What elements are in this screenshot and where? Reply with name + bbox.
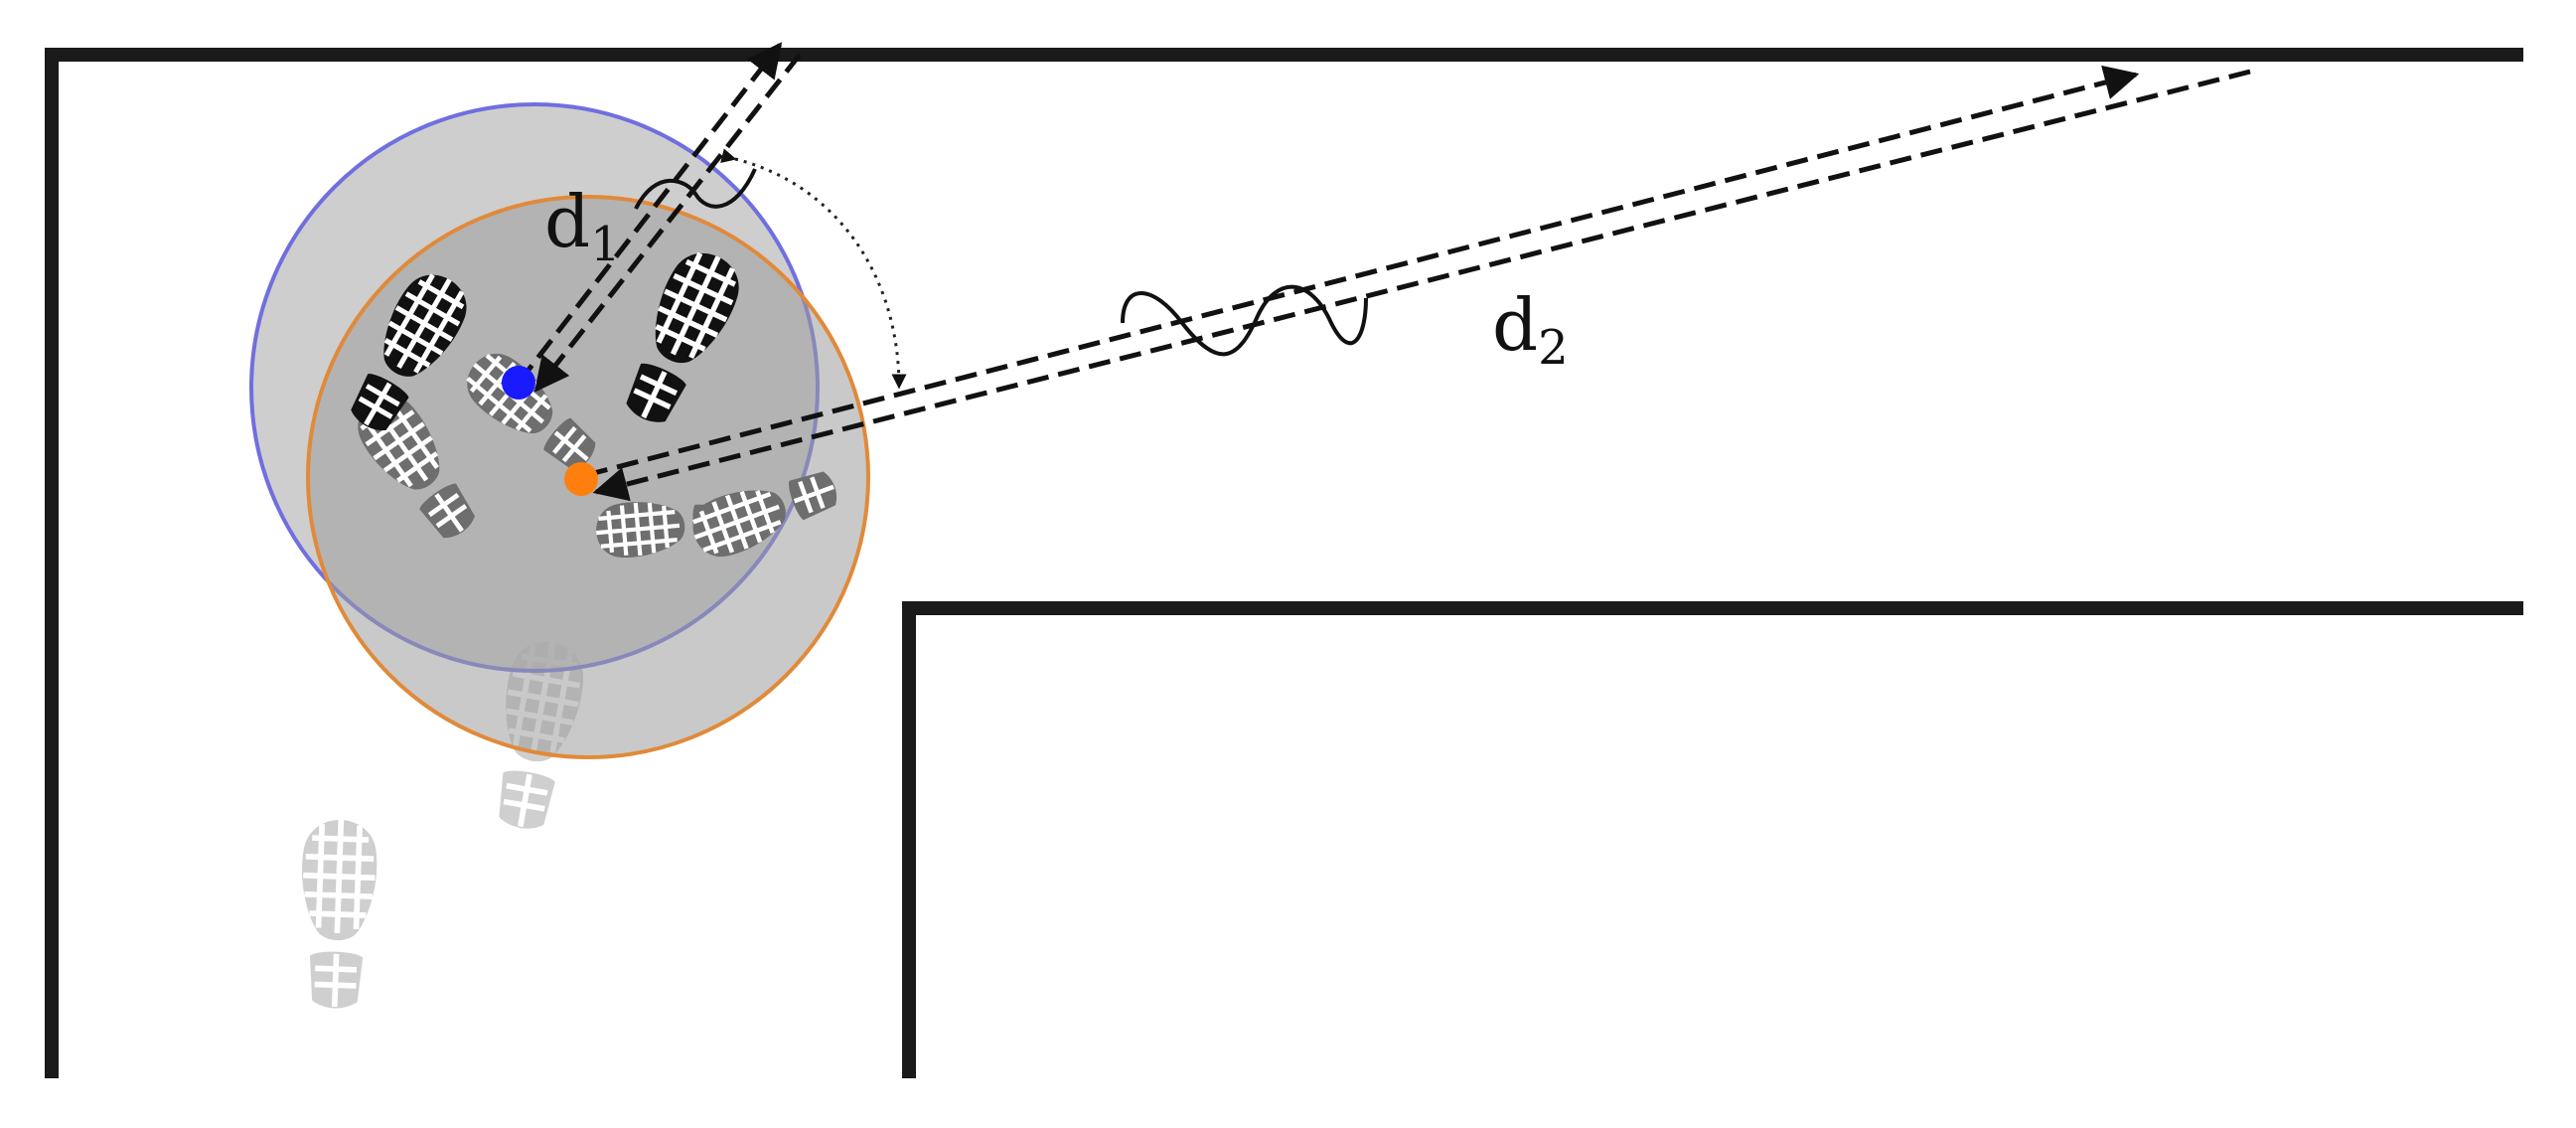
ray-d2-out bbox=[585, 65, 2140, 478]
orange-location-point bbox=[564, 462, 598, 496]
label-d2-sub: 2 bbox=[1538, 320, 1569, 376]
ray-d1-out bbox=[517, 42, 783, 385]
label-d1-main: d bbox=[544, 180, 590, 263]
walls bbox=[45, 48, 2523, 1078]
blue-location-point bbox=[502, 366, 535, 400]
inner-wall bbox=[902, 601, 2523, 1078]
ray-d1-back bbox=[533, 53, 802, 393]
label-d1-sub: 1 bbox=[590, 217, 621, 272]
label-d2-main: d bbox=[1492, 283, 1538, 367]
wave-icon bbox=[634, 168, 757, 210]
label-d2: d2 bbox=[1492, 283, 1569, 376]
ray-d2-back bbox=[592, 69, 2251, 502]
outer-wall bbox=[45, 48, 2523, 1078]
signal-rays bbox=[517, 42, 2251, 502]
footprint-icon bbox=[297, 819, 379, 1010]
wave-icon bbox=[1121, 284, 1368, 357]
angle-arc bbox=[720, 148, 907, 390]
label-d1: d1 bbox=[544, 180, 621, 272]
